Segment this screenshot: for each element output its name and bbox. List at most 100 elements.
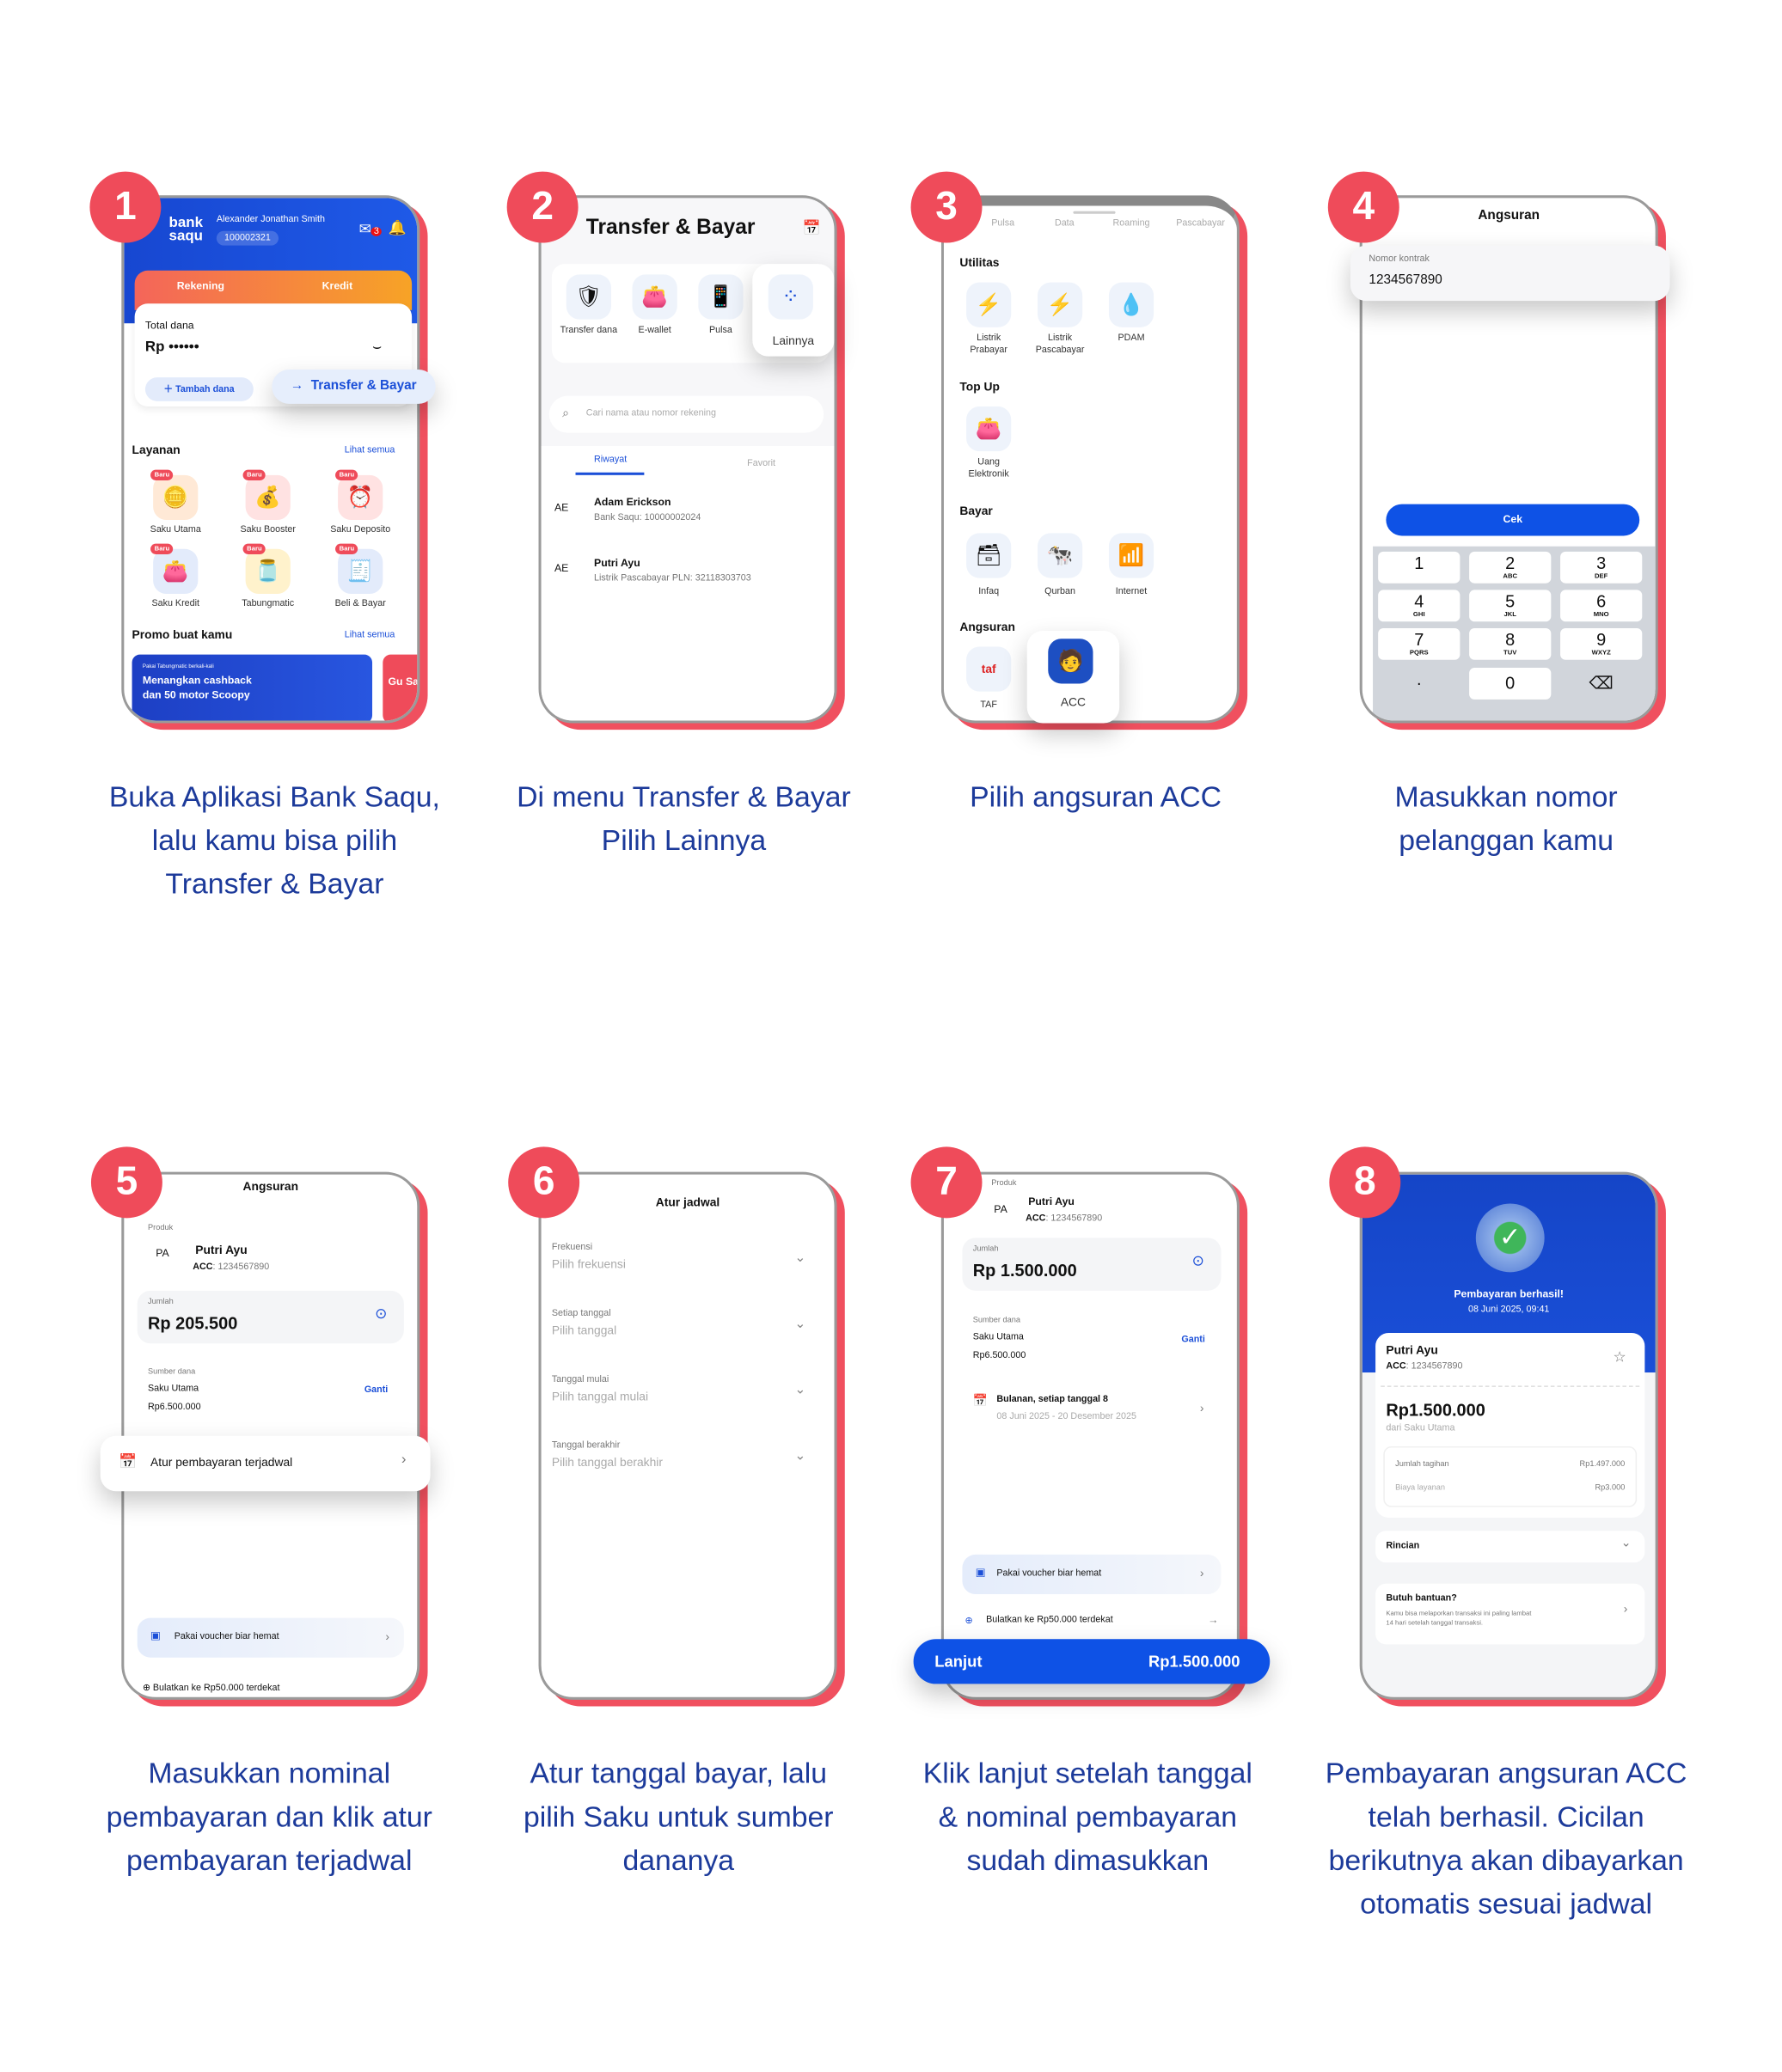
top-tab[interactable]: Pulsa [991, 218, 1015, 229]
saku-booster-icon[interactable]: 💰 [245, 474, 291, 521]
chevron-right-icon: › [385, 1629, 390, 1643]
top-tab[interactable]: Pascabayar [1176, 218, 1225, 229]
transfer-bayar-button[interactable]: → Transfer & Bayar [272, 369, 436, 404]
lihat-semua-link[interactable]: Lihat semua [344, 446, 395, 455]
e-wallet-icon[interactable]: 👛 [632, 274, 677, 320]
new-badge: Baru [150, 543, 174, 554]
new-badge: Baru [242, 543, 266, 554]
transfer-label: Transfer & Bayar [310, 378, 417, 394]
field-label: Nomor kontrak [1369, 254, 1430, 265]
qurban-icon[interactable]: 🐄 [1037, 533, 1083, 578]
taf-logo[interactable]: taf [966, 646, 1012, 692]
voucher-icon: ▣ [975, 1566, 986, 1579]
new-badge: Baru [150, 469, 174, 480]
eye-hidden-icon[interactable]: ⌣ [372, 339, 383, 356]
menu-label: Internet [1115, 587, 1148, 597]
promo-banner-2[interactable]: Gu Sa [383, 654, 418, 721]
rincian-toggle[interactable]: Rincian ⌄ [1375, 1531, 1645, 1563]
jumlah-field[interactable]: Jumlah Rp 1.500.000 ⊙ [962, 1238, 1222, 1291]
schedule-row[interactable]: 📅 Bulanan, setiap tanggal 8 08 Juni 2025… [944, 1394, 1237, 1433]
chevron-down-icon: ⌄ [794, 1383, 806, 1398]
tab-rekening[interactable]: Rekening [176, 279, 225, 292]
pulsa-icon[interactable]: 📱 [698, 274, 744, 320]
tagihan-label: Jumlah tagihan [1395, 1460, 1449, 1470]
tambah-dana-button[interactable]: ＋ Tambah dana [144, 377, 254, 401]
backspace-icon[interactable]: ⌫ [1589, 673, 1614, 694]
search-placeholder: Cari nama atau nomor rekening [585, 409, 716, 419]
history-detail: Bank Saqu: 10000002024 [594, 513, 701, 523]
menu-label: Infaq [978, 587, 1000, 597]
calendar-icon[interactable]: 📅 [802, 220, 821, 236]
step-caption: Klik lanjut setelah tanggal& nominal pem… [890, 1751, 1286, 1882]
uang-elektronik-icon[interactable]: 👛 [966, 406, 1012, 452]
account-number[interactable]: 100002321 [216, 230, 279, 246]
nomor-kontrak-field[interactable]: Nomor kontrak 1234567890 [1350, 245, 1670, 302]
chevron-right-icon: › [1623, 1602, 1628, 1616]
beli-bayar-icon[interactable]: 🧾 [338, 548, 383, 595]
lihat-semua-promo-link[interactable]: Lihat semua [344, 631, 395, 640]
calendar-icon: 📅 [972, 1393, 988, 1407]
ganti-button[interactable]: Ganti [1181, 1335, 1205, 1345]
caption-line: Pilih Lainnya [601, 823, 767, 857]
menu-label: Pulsa [708, 326, 732, 336]
tab-riwayat[interactable]: Riwayat [594, 455, 628, 465]
pdam-icon[interactable]: 💧 [1108, 282, 1154, 327]
listrik-prabayar-icon[interactable]: ⚡ [966, 282, 1012, 327]
jumlah-field[interactable]: Jumlah Rp 205.500 ⊙ [137, 1290, 404, 1344]
key-0[interactable]: 0 [1469, 668, 1552, 700]
cek-button[interactable]: Cek [1386, 504, 1640, 536]
tab-favorit[interactable]: Favorit [747, 459, 776, 469]
help-text: Kamu bisa melaporkan transaksi ini palin… [1386, 1610, 1532, 1618]
ganti-button[interactable]: Ganti [364, 1385, 389, 1396]
top-tab[interactable]: Roaming [1112, 218, 1150, 229]
atur-pembayaran-button[interactable]: 📅 Atur pembayaran terjadwal › [100, 1435, 431, 1492]
search-input[interactable]: ⌕ Cari nama atau nomor rekening [548, 395, 824, 433]
bulatkan-option[interactable]: ⊕ Bulatkan ke Rp50.000 terdekat [142, 1684, 280, 1694]
inbox-icon[interactable]: ✉3 [359, 220, 382, 237]
lanjut-button[interactable]: Lanjut Rp1.500.000 [913, 1639, 1271, 1684]
infaq-icon[interactable]: 🗃 [966, 533, 1012, 578]
voucher-button[interactable]: ▣ Pakai voucher biar hemat › [962, 1554, 1222, 1595]
voucher-button[interactable]: ▣ Pakai voucher biar hemat › [137, 1617, 404, 1658]
sheet-handle[interactable] [1073, 211, 1116, 214]
acc-button[interactable]: 🧑 ACC [1026, 631, 1120, 724]
history-item[interactable]: AE Adam Erickson Bank Saqu: 10000002024 [542, 491, 835, 543]
transfer-dana-icon[interactable]: 🛡 [566, 274, 611, 320]
chevron-down-circle-icon[interactable]: ⊙ [1191, 1253, 1204, 1270]
bulatkan-option[interactable]: ⊕ Bulatkan ke Rp50.000 terdekat → [962, 1613, 1221, 1635]
promo-banner[interactable]: Pakai Tabungmatic berkali-kali Menangkan… [132, 654, 373, 721]
tab-kredit[interactable]: Kredit [321, 279, 353, 292]
chevron-down-icon: ⌄ [794, 1449, 806, 1464]
history-item[interactable]: AE Putri Ayu Listrik Pascabayar PLN: 321… [542, 552, 835, 604]
internet-icon[interactable]: 📶 [1108, 533, 1154, 578]
listrik-pascabayar-icon[interactable]: ⚡ [1037, 282, 1083, 327]
top-tab[interactable]: Data [1054, 218, 1075, 229]
tabungmatic-icon[interactable]: 🫙 [245, 548, 291, 595]
chevron-down-circle-icon[interactable]: ⊙ [375, 1306, 388, 1323]
divider [1381, 1385, 1640, 1387]
bell-icon[interactable]: 🔔 [388, 220, 407, 236]
star-favorite-icon[interactable]: ☆ [1613, 1349, 1626, 1366]
lainnya-button[interactable]: ⁘ Lainnya [752, 264, 835, 357]
rincian-label: Rincian [1386, 1541, 1420, 1551]
saku-kredit-icon[interactable]: 👛 [153, 548, 199, 595]
step-badge: 1 [89, 171, 162, 243]
avatar: PA [994, 1203, 1007, 1216]
saku-utama-icon[interactable]: 🪙 [153, 474, 199, 521]
field-placeholder: Pilih tanggal berakhir [551, 1455, 663, 1470]
saku-deposito-icon[interactable]: ⏰ [338, 474, 383, 521]
key-1[interactable]: 1 [1378, 551, 1461, 584]
help-link[interactable]: Butuh bantuan? Kamu bisa melaporkan tran… [1375, 1583, 1645, 1645]
key-dot[interactable]: . [1416, 669, 1422, 689]
tagihan-value: Rp1.497.000 [1579, 1460, 1626, 1470]
